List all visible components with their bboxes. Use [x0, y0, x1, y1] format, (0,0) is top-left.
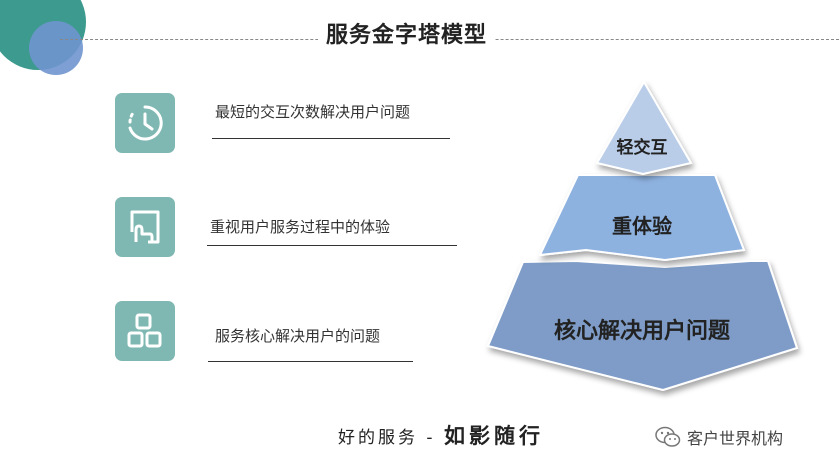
pyramid-tier-bottom — [486, 259, 799, 392]
pyramid-tier-middle — [538, 174, 746, 262]
clock-icon — [128, 105, 163, 141]
wechat-icon — [655, 426, 681, 447]
item-underline — [208, 361, 413, 362]
corner-decoration — [0, 0, 86, 75]
item-icon-box — [115, 93, 175, 153]
item-icon-box — [115, 301, 175, 361]
hand-frame-icon — [130, 210, 160, 244]
page-title: 服务金字塔模型 — [318, 17, 496, 49]
watermark: 客户世界机构 — [655, 425, 783, 449]
pyramid-label-bottom: 核心解决用户问题 — [554, 318, 731, 344]
footer-slogan: 好的服务 - 如影随行 — [338, 420, 544, 450]
item-underline — [207, 245, 457, 246]
grid-icon — [127, 313, 162, 348]
item-text: 最短的交互次数解决用户问题 — [215, 103, 411, 121]
watermark-text: 客户世界机构 — [687, 429, 784, 448]
pyramid-label-middle: 重体验 — [612, 214, 672, 238]
pyramid-tier-top — [595, 80, 693, 176]
item-text: 重视用户服务过程中的体验 — [210, 218, 391, 236]
item-text: 服务核心解决用户的问题 — [215, 327, 381, 345]
pyramid-label-top: 轻交互 — [617, 137, 668, 158]
item-underline — [212, 138, 450, 139]
item-icon-box — [115, 197, 175, 257]
footer-prefix: 好的服务 - — [338, 428, 444, 448]
footer-emphasis: 如影随行 — [443, 424, 544, 448]
service-pyramid: 轻交互 重体验 核心解决用户问题 — [486, 80, 799, 392]
